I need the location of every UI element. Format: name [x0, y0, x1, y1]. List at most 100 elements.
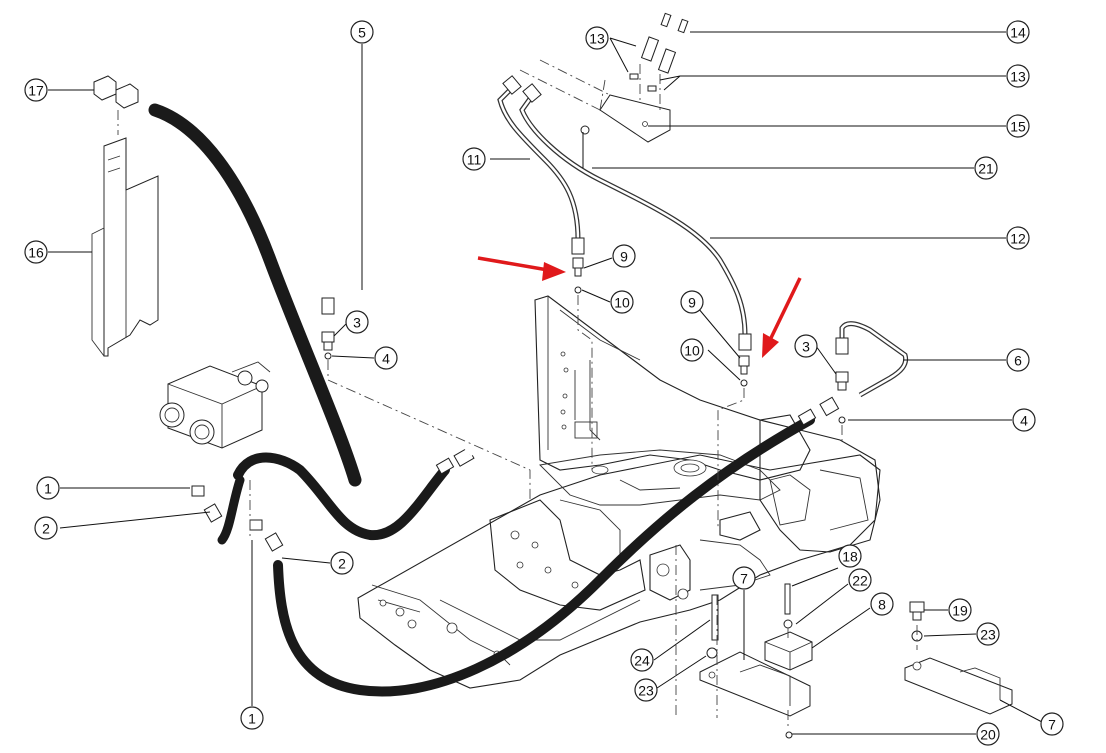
callout-circle: [976, 722, 1000, 746]
callout-number: 12: [1010, 231, 1026, 247]
callout-c17: 17: [24, 78, 48, 102]
callout-number: 19: [952, 603, 968, 619]
callout-circle: [345, 310, 369, 334]
callout-circle: [976, 622, 1000, 646]
callout-number: 9: [620, 249, 628, 265]
callout-c4a: 4: [374, 346, 398, 370]
callout-c10b: 10: [680, 338, 704, 362]
callout-number: 22: [852, 573, 868, 589]
callout-circle: [848, 568, 872, 592]
callout-number: 14: [1010, 25, 1026, 41]
callout-c13b: 13: [1006, 64, 1030, 88]
callout-circle: [330, 551, 354, 575]
callout-c19: 19: [948, 598, 972, 622]
callout-circle: [1006, 348, 1030, 372]
callout-circle: [1040, 712, 1064, 736]
callout-number: 5: [358, 25, 366, 41]
callout-c3b: 3: [794, 334, 818, 358]
callout-number: 7: [740, 571, 748, 587]
callout-circle: [634, 678, 658, 702]
callout-number: 13: [589, 31, 605, 47]
plate-15: [580, 12, 689, 143]
chassis-frame: [357, 295, 881, 689]
callout-number: 21: [978, 161, 994, 177]
callout-c23b: 23: [976, 622, 1000, 646]
assembly-lines: [249, 79, 918, 730]
callout-c9a: 9: [612, 244, 636, 268]
callout-c4b: 4: [1012, 408, 1036, 432]
hose-lower-long: [273, 415, 815, 697]
callout-c12: 12: [1006, 226, 1030, 250]
callout-circle: [240, 706, 264, 730]
callout-number: 15: [1010, 119, 1026, 135]
callout-circle: [34, 516, 58, 540]
callout-c13a: 13: [585, 26, 609, 50]
callout-circle: [612, 244, 636, 268]
hydraulic-hoses: [148, 103, 840, 697]
callout-circle: [24, 240, 48, 264]
callout-number: 3: [802, 339, 810, 355]
callout-c11: 11: [462, 147, 486, 171]
callout-c18: 18: [838, 544, 862, 568]
callout-number: 6: [1014, 353, 1022, 369]
callout-circle: [1006, 114, 1030, 138]
callout-circle: [1006, 226, 1030, 250]
callout-circle: [974, 156, 998, 180]
callout-circle: [24, 78, 48, 102]
callout-c6: 6: [1006, 348, 1030, 372]
callout-number: 4: [382, 351, 390, 367]
callout-c14: 14: [1006, 20, 1030, 44]
callout-number: 9: [688, 295, 696, 311]
callout-c10a: 10: [610, 290, 634, 314]
callout-circle: [1006, 64, 1030, 88]
callout-c9b: 9: [680, 290, 704, 314]
callout-c1b: 1: [240, 706, 264, 730]
callout-c2a: 2: [34, 516, 58, 540]
callout-c15: 15: [1006, 114, 1030, 138]
callout-circle: [680, 290, 704, 314]
pipe-6: [835, 321, 909, 398]
callout-number: 10: [684, 343, 700, 359]
callout-number: 24: [634, 653, 650, 669]
callout-circle: [585, 26, 609, 50]
callout-c5: 5: [350, 20, 374, 44]
callout-c2b: 2: [330, 551, 354, 575]
callout-c23a: 23: [634, 678, 658, 702]
callout-c21: 21: [974, 156, 998, 180]
callout-circle: [350, 20, 374, 44]
callout-number: 18: [842, 549, 858, 565]
callout-number: 17: [28, 83, 44, 99]
callout-circle: [610, 290, 634, 314]
callout-circle: [838, 544, 862, 568]
callout-number: 2: [338, 556, 346, 572]
callout-number: 2: [42, 521, 50, 537]
callout-number: 4: [1020, 413, 1028, 429]
callout-number: 13: [1010, 69, 1026, 85]
callout-number: 23: [980, 627, 996, 643]
fittings: [191, 257, 1013, 739]
callout-circle: [374, 346, 398, 370]
leader-lines: [48, 31, 1043, 735]
callout-circle: [870, 592, 894, 616]
callout-circle: [948, 598, 972, 622]
callout-c8: 8: [870, 592, 894, 616]
callout-circle: [36, 476, 60, 500]
callout-c1a: 1: [36, 476, 60, 500]
callout-circle: [680, 338, 704, 362]
pipes-11-12: [497, 59, 752, 351]
callout-c7b: 7: [1040, 712, 1064, 736]
callout-circle: [1012, 408, 1036, 432]
callout-number: 3: [353, 315, 361, 331]
callout-c22: 22: [848, 568, 872, 592]
red-arrows: [477, 256, 802, 358]
callout-number: 11: [467, 152, 482, 168]
callout-circle: [794, 334, 818, 358]
callout-c24: 24: [630, 648, 654, 672]
callout-number: 16: [28, 245, 44, 261]
callout-circle: [630, 648, 654, 672]
callout-circle: [1006, 20, 1030, 44]
callout-number: 7: [1048, 717, 1056, 733]
pipe-5: [321, 260, 527, 457]
